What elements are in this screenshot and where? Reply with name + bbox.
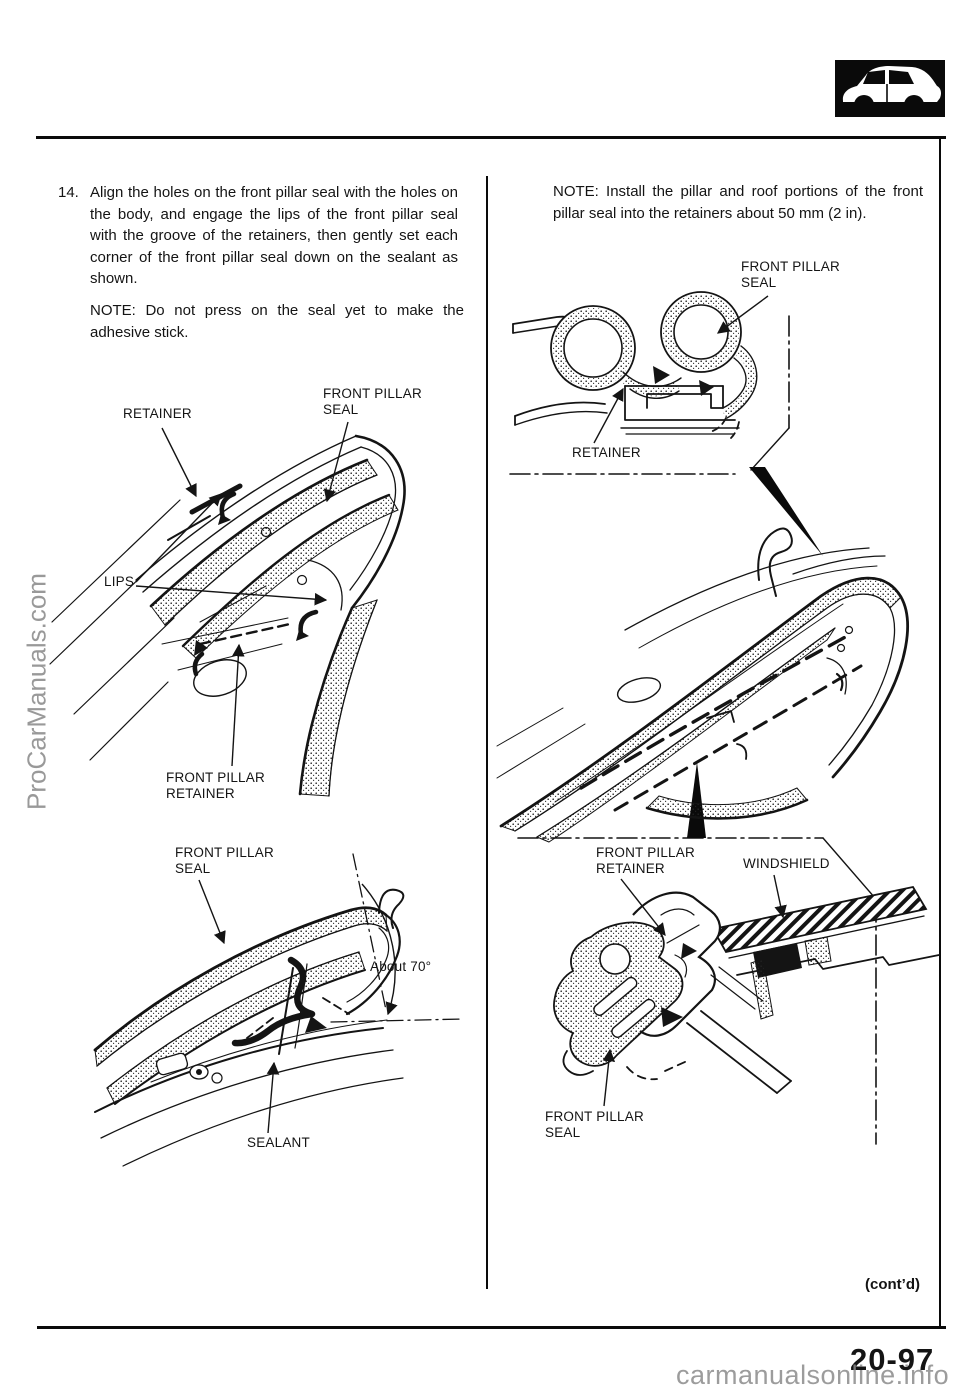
label-front-pillar-retainer: FRONT PILLAR RETAINER [596,845,695,876]
step-number: 14. [58,184,79,201]
right-border [939,138,941,1328]
left-watermark: ProCarManuals.com [21,573,52,810]
right-note-text: NOTE: Install the pillar and roof portio… [553,183,923,222]
label-about-70: About 70° [370,959,432,974]
page-number: 20-97 [850,1342,935,1377]
label-retainer: RETAINER [123,406,192,421]
diagram-left-top [50,382,460,817]
diagram-right-top [505,290,895,485]
bottom-rule [37,1326,946,1329]
label-front-pillar-seal: FRONT PILLAR SEAL [545,1109,644,1140]
bottom-watermark: carmanualsonline.info [676,1360,950,1390]
label-retainer: RETAINER [572,445,641,460]
diagram-left-bottom [95,850,465,1170]
car-icon [835,60,945,117]
step-text: Align the holes on the front pillar seal… [90,184,458,287]
continued-marker: (cont’d) [865,1276,920,1293]
label-front-pillar-seal: FRONT PILLAR SEAL [175,845,274,876]
label-sealant: SEALANT [247,1135,310,1150]
label-front-pillar-seal: FRONT PILLAR SEAL [741,259,840,290]
top-rule [36,136,946,139]
label-windshield: WINDSHIELD [743,856,830,871]
diagram-right-bottom [515,855,940,1175]
label-front-pillar-seal: FRONT PILLAR SEAL [323,386,422,417]
left-note-text: NOTE: Do not press on the seal yet to ma… [90,302,464,341]
label-front-pillar-retainer: FRONT PILLAR RETAINER [166,770,265,801]
diagram-right-middle [497,478,940,843]
label-lips: LIPS [104,574,135,589]
column-divider [486,176,488,1289]
